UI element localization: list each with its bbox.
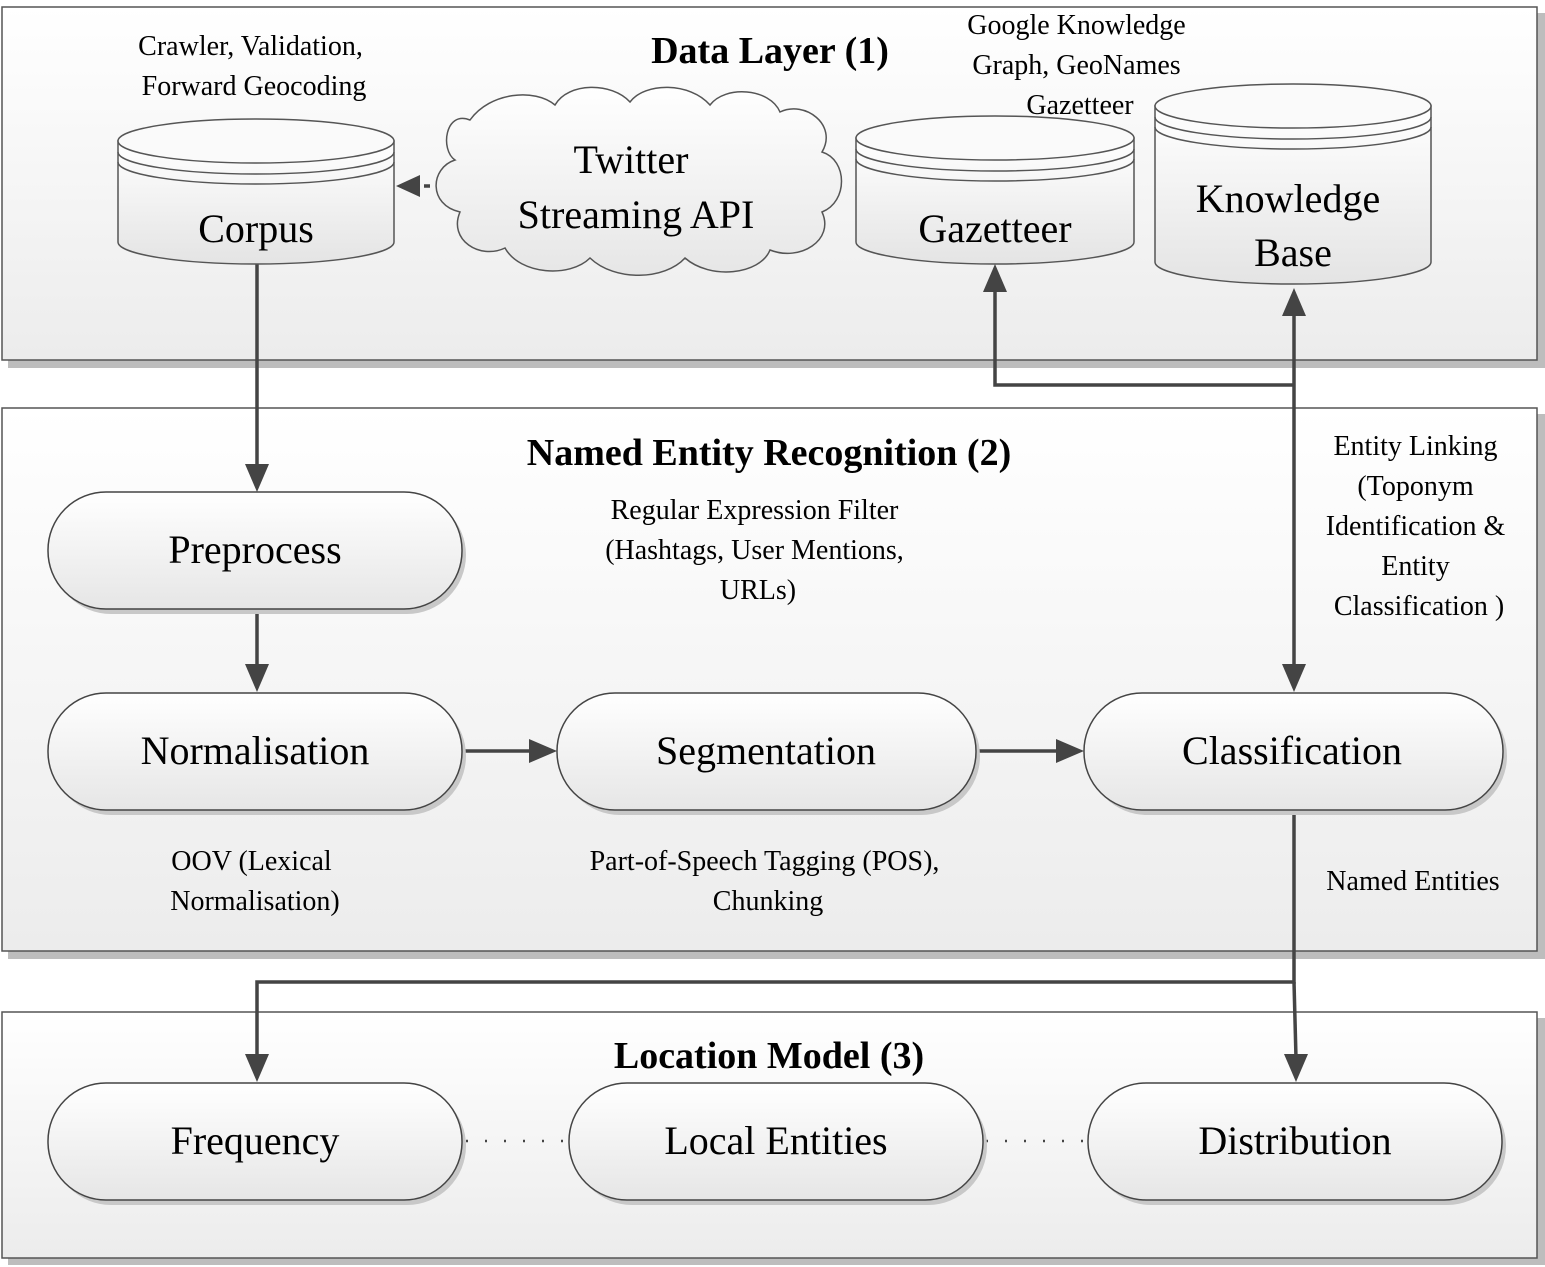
twitter-label-line2: Streaming API: [518, 192, 755, 237]
segmentation-node: Segmentation: [556, 692, 980, 815]
entity-linking-note: Entity Linking (Toponym Identification &…: [1326, 431, 1513, 622]
normalisation-to-segmentation-arrowhead: [529, 739, 557, 763]
twitter-to-corpus-arrowhead: [396, 175, 420, 197]
preprocess-to-normalisation-arrowhead: [245, 664, 269, 692]
knowledge-base-label-line1: Knowledge: [1196, 176, 1380, 221]
corpus-note: Crawler, Validation, Forward Geocoding: [138, 31, 370, 102]
distribution-label: Distribution: [1198, 1118, 1391, 1163]
svg-text:Knowledge Base: Knowledge Base: [1196, 176, 1390, 275]
distribution-node: Distribution: [1087, 1082, 1506, 1205]
ner-layer-panel: [1, 407, 1545, 959]
svg-text:Twitter Streaming API: Twitter Streaming API: [518, 137, 755, 237]
distribution-arrowhead: [1284, 1054, 1308, 1082]
gazetteer-link-line: [993, 290, 1294, 387]
frequency-arrowhead: [245, 1054, 269, 1082]
gazetteer-note: Google Knowledge Graph, GeoNames Gazette…: [967, 10, 1193, 121]
corpus-label: Corpus: [198, 206, 314, 251]
oov-note: OOV (Lexical Normalisation): [170, 846, 340, 917]
local-entities-node: Local Entities: [568, 1082, 987, 1205]
corpus-database: Corpus: [117, 118, 395, 265]
entity-linking-arrowhead-down: [1282, 664, 1306, 692]
twitter-streaming-api-cloud: Twitter Streaming API: [435, 86, 843, 276]
named-entities-line: [255, 810, 1296, 1058]
location-layer-title: Location Model (3): [614, 1035, 924, 1077]
local-entities-label: Local Entities: [664, 1118, 887, 1163]
regex-note: Regular Expression Filter (Hashtags, Use…: [605, 495, 911, 606]
knowledge-base-label-line2: Base: [1254, 230, 1332, 275]
gazetteer-arrowhead: [983, 264, 1007, 292]
preprocess-label: Preprocess: [168, 527, 341, 572]
normalisation-label: Normalisation: [141, 728, 370, 773]
named-entities-note: Named Entities: [1326, 866, 1499, 897]
frequency-node: Frequency: [47, 1082, 466, 1205]
gazetteer-database: Gazetteer: [855, 115, 1135, 265]
corpus-to-preprocess-arrowhead: [245, 464, 269, 492]
ner-layer-title: Named Entity Recognition (2): [527, 432, 1011, 474]
preprocess-node: Preprocess: [47, 491, 466, 614]
data-layer-title: Data Layer (1): [651, 30, 889, 72]
knowledge-base-arrowhead: [1282, 288, 1306, 316]
gazetteer-label: Gazetteer: [918, 206, 1071, 251]
twitter-label-line1: Twitter: [574, 137, 689, 182]
normalisation-node: Normalisation: [47, 692, 466, 815]
segmentation-to-classification-arrowhead: [1056, 739, 1084, 763]
frequency-label: Frequency: [171, 1118, 340, 1163]
distribution-line: [1292, 981, 1298, 1059]
classification-label: Classification: [1182, 728, 1402, 773]
knowledge-base-database: Knowledge Base: [1154, 83, 1432, 285]
connectors: [245, 175, 1308, 1143]
segmentation-label: Segmentation: [656, 728, 876, 773]
classification-node: Classification: [1083, 692, 1507, 815]
pos-note: Part-of-Speech Tagging (POS), Chunking: [590, 846, 947, 917]
